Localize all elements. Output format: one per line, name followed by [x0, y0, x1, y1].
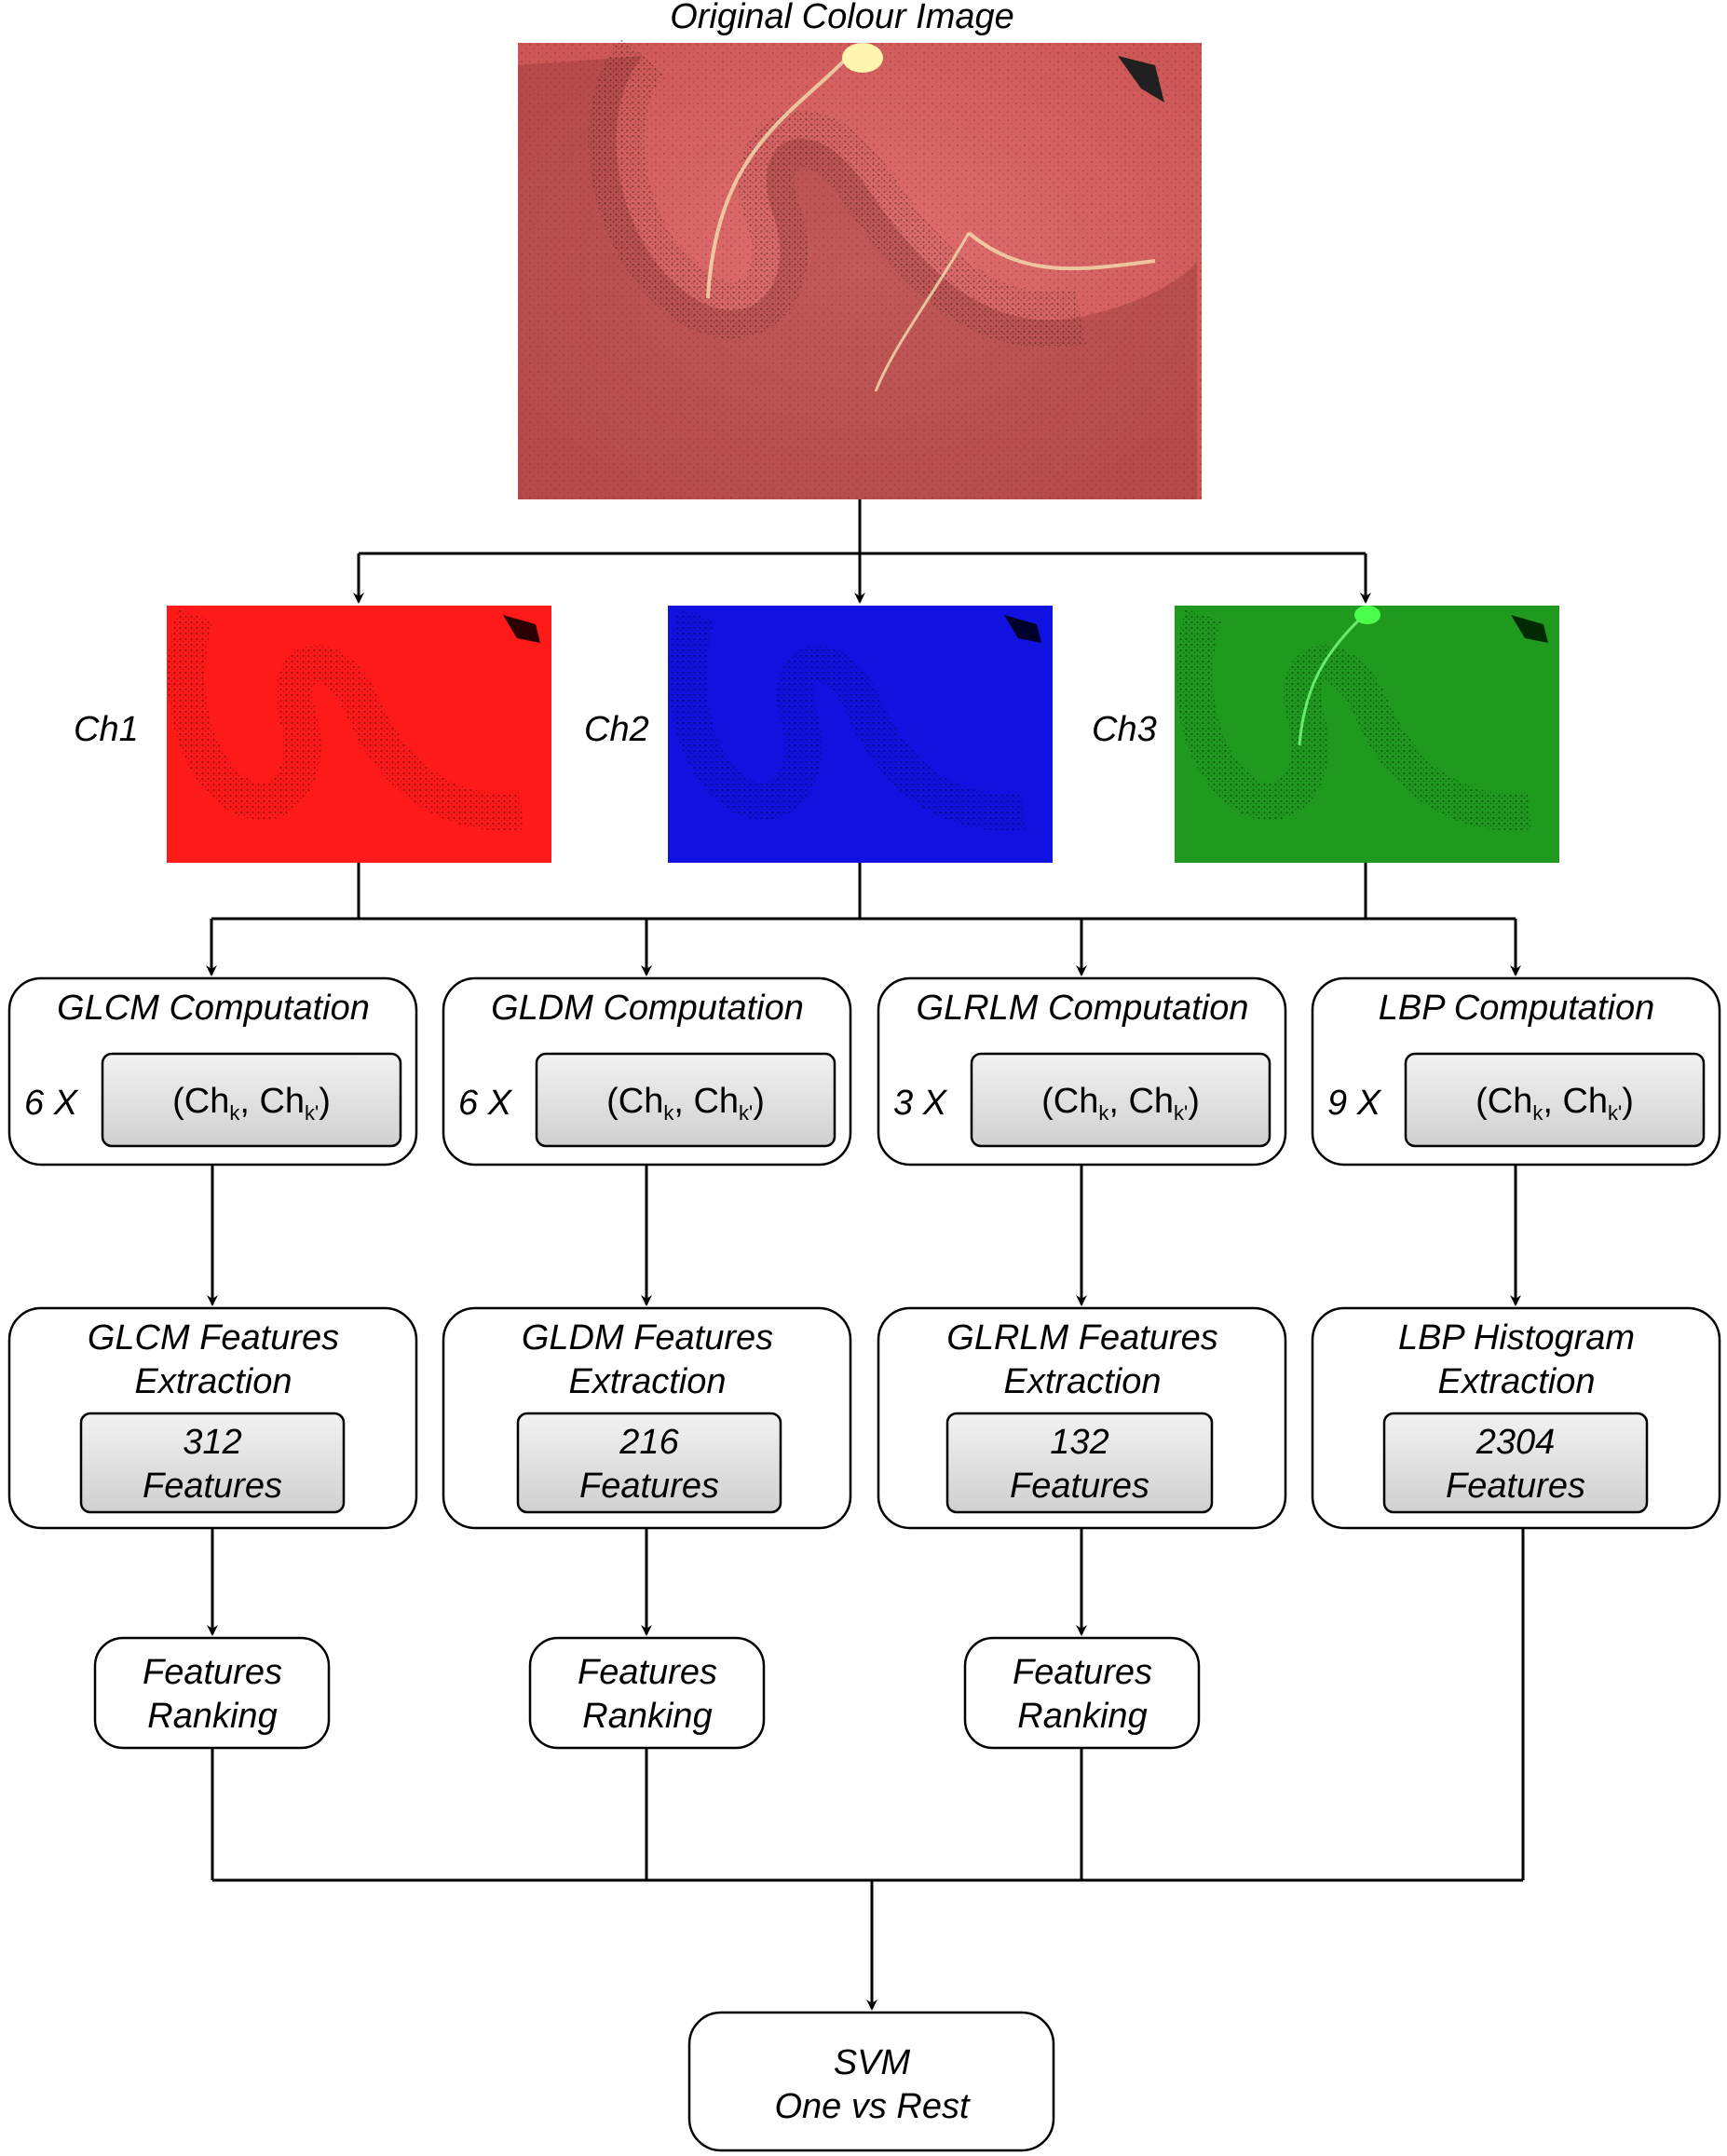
- extraction-title-line1: GLCM Features: [88, 1318, 339, 1358]
- ranking-line1: Features: [143, 1653, 282, 1692]
- computation-box-glcm: GLCM Computation 6 X (Chk, Chk'): [7, 976, 418, 1167]
- channel-image-ch1: [167, 606, 551, 863]
- channel-pair-label: (Chk, Chk'): [172, 1082, 331, 1125]
- feature-count: 216: [619, 1423, 679, 1462]
- feature-count-label: Features: [143, 1467, 282, 1506]
- channel-image-ch3: [1175, 606, 1559, 863]
- extraction-title-line2: Extraction: [135, 1362, 292, 1401]
- computation-box-gldm: GLDM Computation 6 X (Chk, Chk'): [442, 976, 852, 1167]
- classifier-box-svm: SVM One vs Rest: [687, 2011, 1055, 2152]
- connector-image-to-channels: [353, 499, 1371, 604]
- ranking-box-glrlm: Features Ranking: [963, 1636, 1201, 1750]
- ranking-line2: Ranking: [147, 1697, 277, 1736]
- channel-label-ch2: Ch2: [584, 710, 649, 749]
- computation-multiplier: 9 X: [1327, 1084, 1382, 1123]
- connector-computations-to-extractions: [207, 1165, 1521, 1306]
- connector-extractions-to-rankings: [207, 1528, 1087, 1636]
- feature-count-label: Features: [1010, 1467, 1149, 1506]
- channel-pair-label: (Chk, Chk'): [606, 1082, 765, 1125]
- computation-title: GLRLM Computation: [917, 989, 1249, 1028]
- extraction-box-glcm: GLCM Features Extraction 312 Features: [7, 1306, 418, 1530]
- extraction-title-line2: Extraction: [1438, 1362, 1596, 1401]
- ranking-line2: Ranking: [1017, 1697, 1147, 1736]
- ranking-line1: Features: [1013, 1653, 1152, 1692]
- classifier-subtitle: One vs Rest: [774, 2087, 971, 2126]
- feature-count: 312: [183, 1423, 241, 1462]
- computation-multiplier: 6 X: [458, 1084, 513, 1123]
- computation-title: GLCM Computation: [57, 989, 370, 1028]
- feature-count: 2304: [1475, 1423, 1556, 1462]
- feature-count-label: Features: [1446, 1467, 1585, 1506]
- channel-label-ch1: Ch1: [74, 710, 139, 749]
- channel-image-ch2: [668, 606, 1053, 863]
- computation-multiplier: 3 X: [893, 1084, 948, 1123]
- computation-title: GLDM Computation: [491, 989, 804, 1028]
- ranking-box-glcm: Features Ranking: [93, 1636, 331, 1750]
- classifier-title: SVM: [834, 2043, 911, 2082]
- channel-pair-label: (Chk, Chk'): [1475, 1082, 1634, 1125]
- connector-channels-to-computations: [206, 863, 1521, 976]
- channel-label-ch3: Ch3: [1092, 710, 1157, 749]
- feature-count-label: Features: [579, 1467, 719, 1506]
- extraction-title-line1: LBP Histogram: [1398, 1318, 1635, 1358]
- extraction-box-glrlm: GLRLM Features Extraction 132 Features: [877, 1306, 1287, 1530]
- extraction-title-line2: Extraction: [569, 1362, 727, 1401]
- computation-multiplier: 6 X: [24, 1084, 79, 1123]
- extraction-title-line1: GLRLM Features: [946, 1318, 1217, 1358]
- feature-count: 132: [1050, 1423, 1108, 1462]
- ranking-line2: Ranking: [582, 1697, 712, 1736]
- extraction-box-lbp: LBP Histogram Extraction 2304 Features: [1311, 1306, 1721, 1530]
- original-image-title: Original Colour Image: [670, 0, 1014, 36]
- extraction-title-line2: Extraction: [1004, 1362, 1162, 1401]
- computation-title: LBP Computation: [1379, 989, 1654, 1028]
- extraction-title-line1: GLDM Features: [522, 1318, 773, 1358]
- original-colour-image: [518, 37, 1202, 499]
- connector-to-classifier: [211, 1528, 1525, 2011]
- channel-pair-label: (Chk, Chk'): [1041, 1082, 1200, 1125]
- computation-box-glrlm: GLRLM Computation 3 X (Chk, Chk'): [877, 976, 1287, 1167]
- ranking-box-gldm: Features Ranking: [528, 1636, 766, 1750]
- extraction-box-gldm: GLDM Features Extraction 216 Features: [442, 1306, 852, 1530]
- ranking-line1: Features: [578, 1653, 717, 1692]
- computation-box-lbp: LBP Computation 9 X (Chk, Chk'): [1311, 976, 1721, 1167]
